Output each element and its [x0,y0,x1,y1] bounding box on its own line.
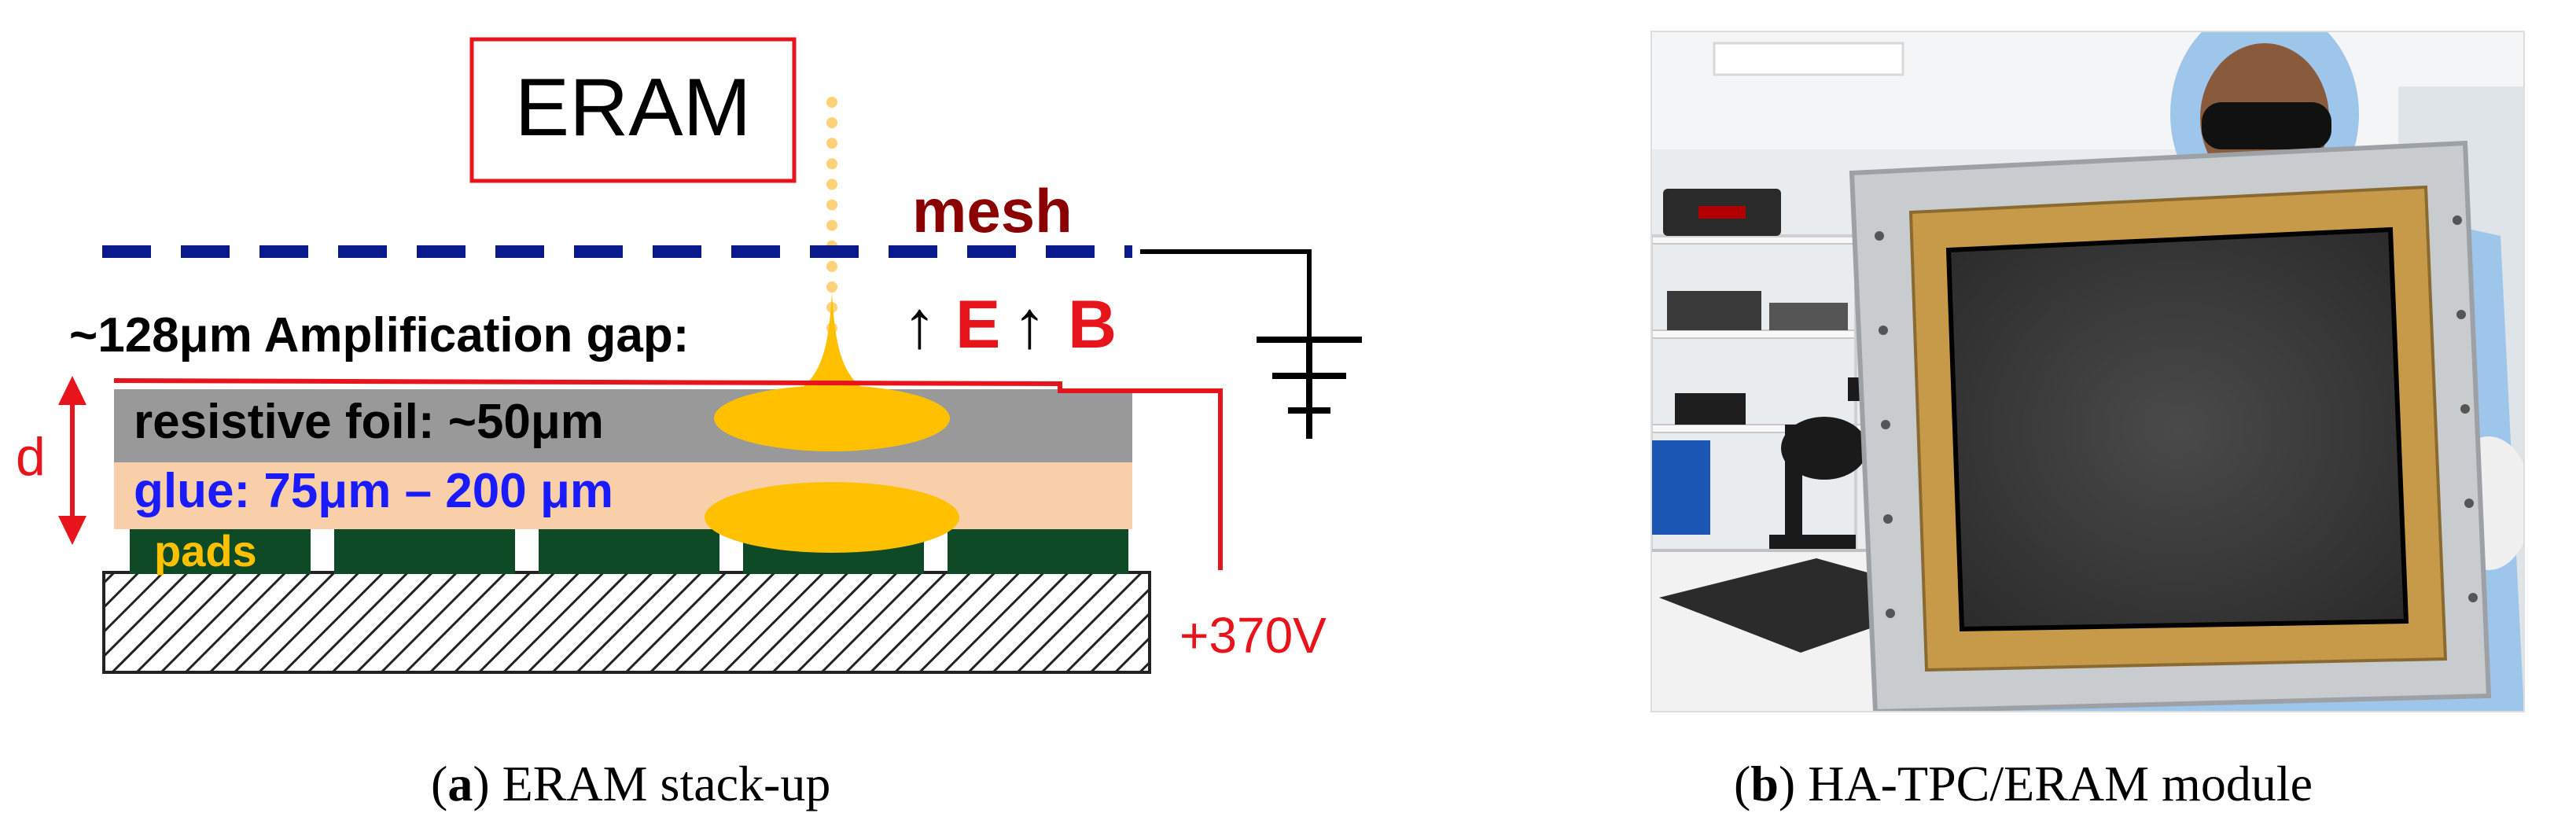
pad [539,529,719,574]
frame-screws [1875,215,2478,618]
field-e-label: E [955,287,1000,362]
pads-label: pads [154,526,257,576]
field-b-arrow: ↑ [1013,287,1047,362]
caption-b-letter: b [1750,756,1779,811]
gap-label: ~128μm Amplification gap: [69,308,689,362]
pad [130,529,311,574]
blue-drawer-unit [1651,440,1710,535]
ground-wire [1140,249,1312,338]
mesh-label: mesh [912,176,1073,245]
d-dimension-arrow [58,376,86,545]
caption-a-text: ERAM stack-up [490,756,831,811]
caption-b: (b) HA-TPC/ERAM module [1734,756,2313,811]
resistive-label: resistive foil: ~50μm [134,395,604,449]
voltage-label: +370V [1179,607,1327,664]
caption-a: (a) ERAM stack-up [431,756,830,811]
glue-label: glue: 75μm – 200 μm [134,464,613,518]
glue-layer [114,462,1132,529]
avalanche-spike [783,293,881,397]
module-active-area [1945,226,2409,632]
pad [334,529,515,574]
caption-a-letter: a [447,756,473,811]
eram-title-box [469,37,797,183]
substrate [102,571,1151,674]
charge-spread-glue [705,482,959,553]
panel-b-photo [1650,31,2525,712]
field-e-arrow: ↑ [903,287,937,362]
pad [948,529,1128,574]
panel-a-diagram: ERAM mesh ~128μm Amplification gap: ↑ E … [16,37,1362,674]
field-b-label: B [1068,287,1117,362]
pads-row [130,529,1128,574]
charge-spread-resistive-top [714,393,950,418]
resistive-foil [114,389,1132,462]
hv-wire [113,378,1223,570]
caption-b-text: HA-TPC/ERAM module [1795,756,2313,811]
ground-symbol [1257,337,1362,439]
d-label: d [16,427,46,487]
eram-title: ERAM [515,62,751,153]
